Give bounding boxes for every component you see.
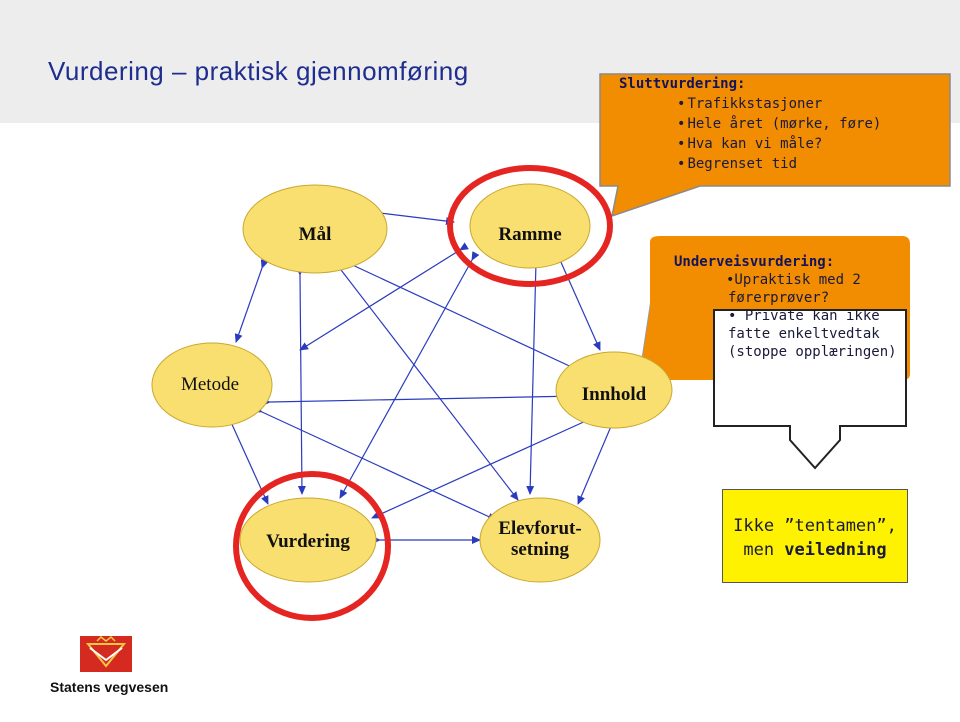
underveis-line: førerprøver? bbox=[728, 290, 830, 306]
sluttvurdering-list: Trafikkstasjoner Hele året (mørke, føre)… bbox=[613, 94, 943, 174]
underveis-line: • Private kan ikke bbox=[728, 308, 880, 324]
node-ramme: Ramme bbox=[469, 183, 591, 269]
network-arrows bbox=[223, 207, 619, 544]
list-item: Begrenset tid bbox=[677, 154, 943, 174]
result-line-2-emphasis: veiledning bbox=[784, 540, 887, 560]
result-line-1: Ikke ”tentamen”, bbox=[733, 516, 897, 536]
node-elevforutsetning: Elevforut- setning bbox=[479, 497, 601, 583]
page-title: Vurdering – praktisk gjennomføring bbox=[48, 56, 469, 86]
underveis-line: fatte enkeltvedtak bbox=[728, 326, 880, 342]
down-arrow-shape bbox=[713, 309, 907, 470]
node-maal-label: Mål bbox=[299, 224, 332, 245]
node-innhold: Innhold bbox=[555, 351, 673, 429]
sluttvurdering-heading: Sluttvurdering: bbox=[619, 76, 746, 92]
node-maal: Mål bbox=[242, 184, 388, 274]
node-vurdering: Vurdering bbox=[239, 497, 377, 583]
sluttvurdering-text: Sluttvurdering: Trafikkstasjoner Hele år… bbox=[613, 76, 943, 174]
result-line-2: men veiledning bbox=[723, 538, 907, 562]
node-elevforutsetning-label-2: setning bbox=[511, 539, 570, 560]
underveis-line: (stoppe opplæringen) bbox=[728, 344, 897, 360]
node-metode: Metode bbox=[151, 342, 273, 428]
node-ramme-label: Ramme bbox=[498, 224, 561, 245]
node-innhold-label: Innhold bbox=[582, 384, 647, 405]
underveis-line: •Upraktisk med 2 bbox=[726, 272, 861, 288]
list-item: Trafikkstasjoner bbox=[677, 94, 943, 114]
node-vurdering-label: Vurdering bbox=[266, 531, 350, 552]
highlight-ring-vurdering bbox=[233, 471, 391, 621]
statens-vegvesen-logo-icon bbox=[80, 635, 132, 672]
list-item: Hva kan vi måle? bbox=[677, 134, 943, 154]
result-box: Ikke ”tentamen”, men veiledning bbox=[722, 489, 908, 583]
logo-text: Statens vegvesen bbox=[50, 679, 169, 695]
result-line-2-prefix: men bbox=[743, 540, 785, 560]
underveisvurdering-text: Underveisvurdering: •Upraktisk med 2 før… bbox=[652, 253, 910, 361]
node-elevforutsetning-label-1: Elevforut- bbox=[498, 518, 581, 539]
list-item: Hele året (mørke, føre) bbox=[677, 114, 943, 134]
highlight-ring-ramme bbox=[447, 165, 613, 287]
node-metode-label: Metode bbox=[181, 374, 239, 395]
underveisvurdering-heading: Underveisvurdering: bbox=[674, 254, 835, 270]
